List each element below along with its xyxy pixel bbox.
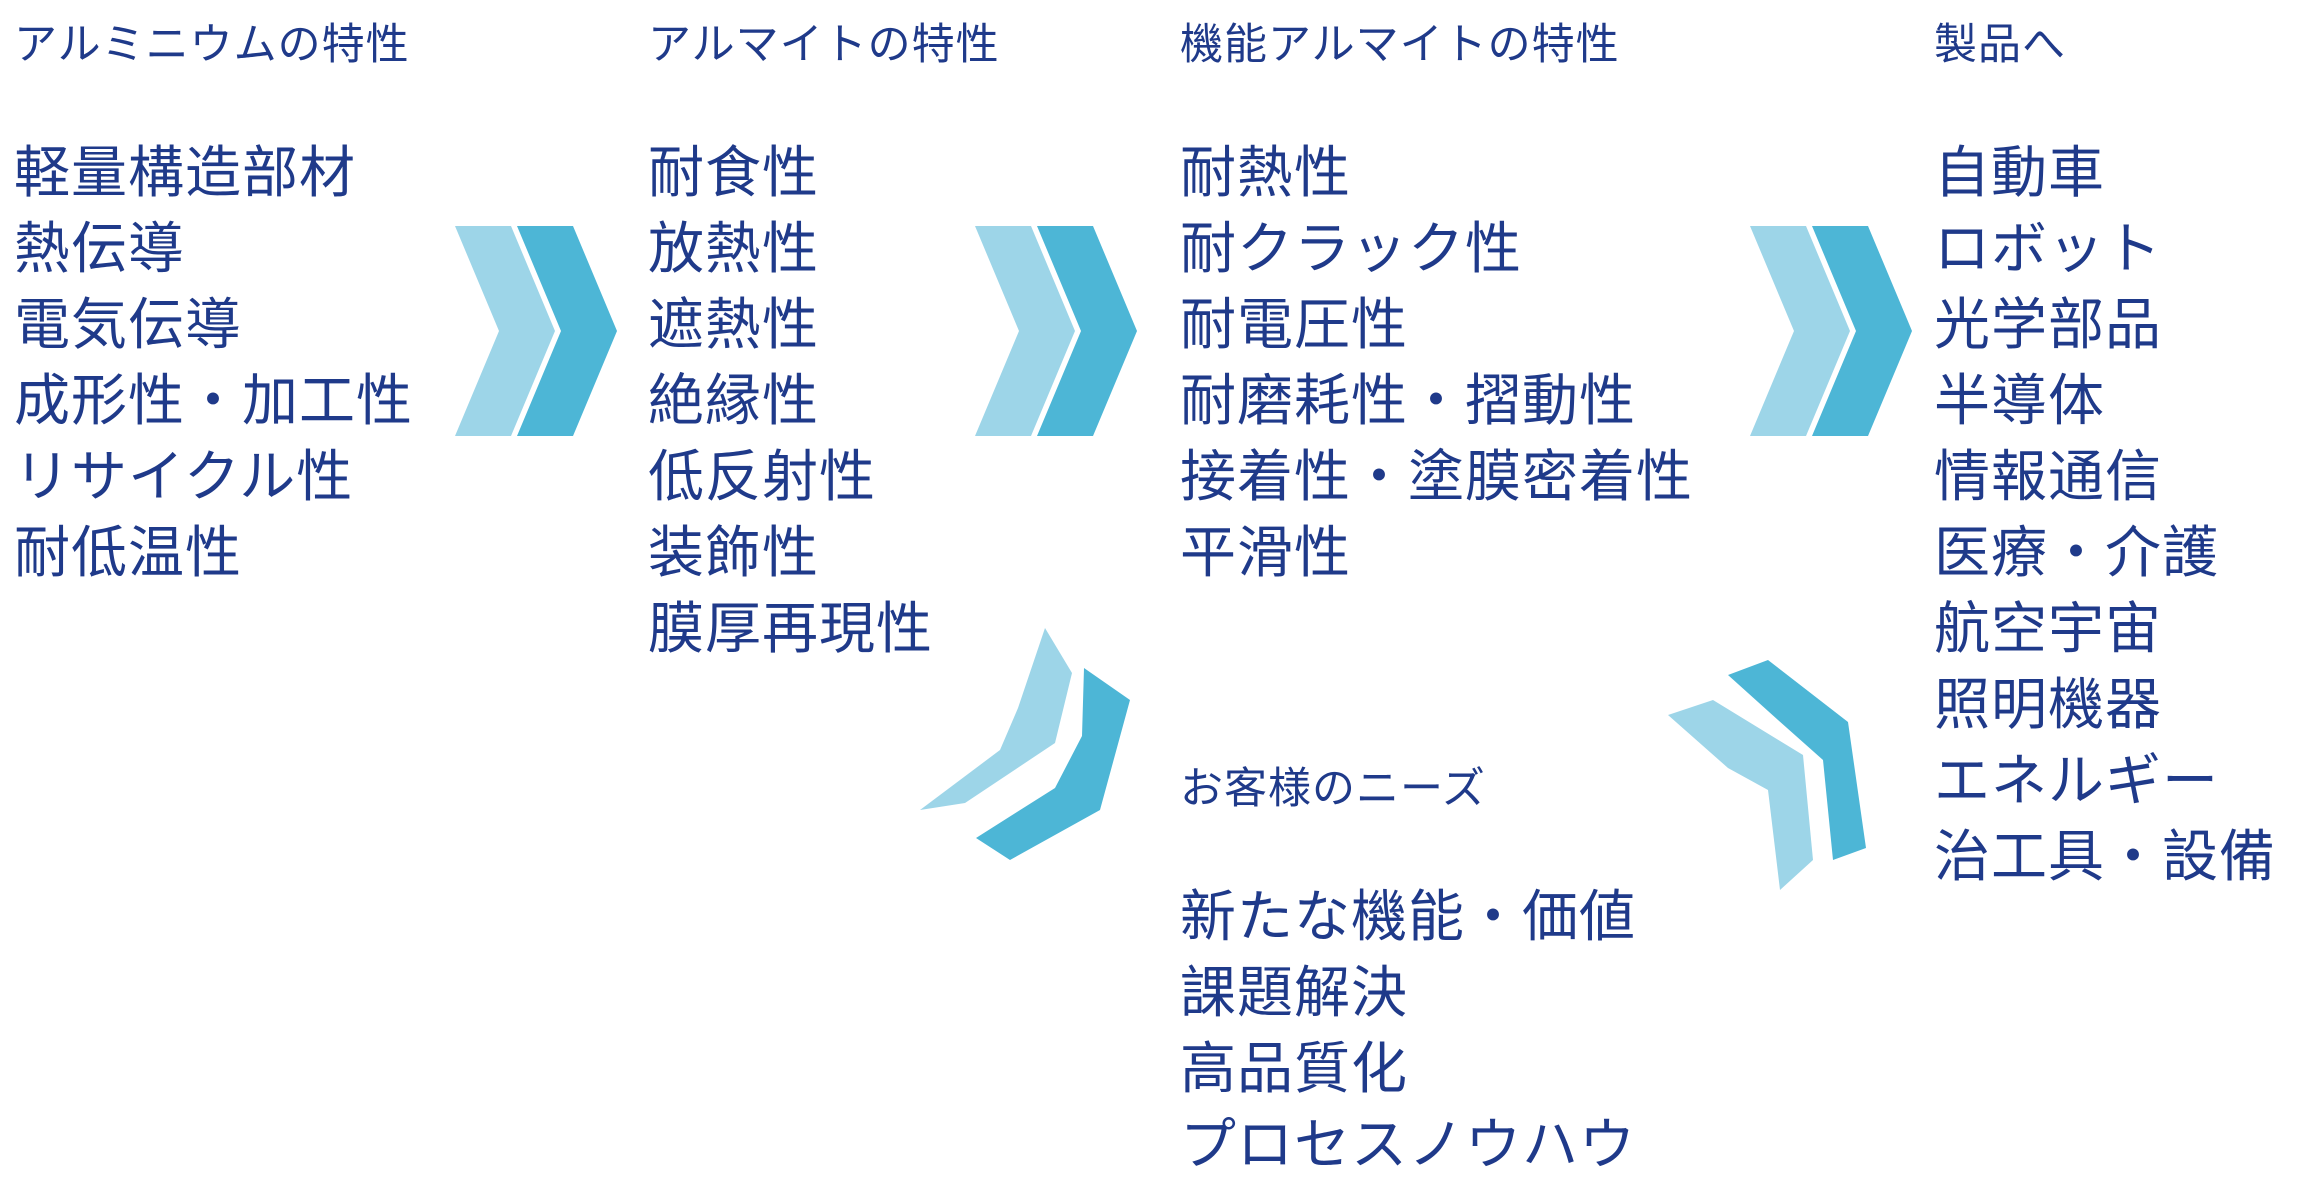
list-item: 耐磨耗性・摺動性 xyxy=(1180,369,1636,434)
list-item: 高品質化 xyxy=(1180,1037,1408,1102)
list-item: 絶縁性 xyxy=(648,369,819,434)
list-item: エネルギー xyxy=(1934,749,2219,814)
chevron-right-icon xyxy=(1750,226,1912,436)
needs-list: 新たな機能・価値 課題解決 高品質化 プロセスノウハウ xyxy=(1180,880,1636,1184)
chevron-up-right-icon xyxy=(1668,660,1866,890)
list-item: プロセスノウハウ xyxy=(1180,1113,1636,1178)
list-item: 耐食性 xyxy=(648,141,819,206)
product-list: 自動車 ロボット 光学部品 半導体 情報通信 医療・介護 航空宇宙 照明機器 エ… xyxy=(1934,136,2276,896)
list-item: リサイクル性 xyxy=(14,445,354,510)
list-item: 課題解決 xyxy=(1180,961,1408,1026)
column-heading: お客様のニーズ xyxy=(1180,764,1486,814)
chevron-right-icon xyxy=(455,226,617,436)
list-item: 熱伝導 xyxy=(14,217,185,282)
list-item: 耐クラック性 xyxy=(1180,217,1522,282)
list-item: 治工具・設備 xyxy=(1934,825,2276,890)
list-item: 平滑性 xyxy=(1180,521,1351,586)
list-item: 航空宇宙 xyxy=(1934,597,2162,662)
list-item: 照明機器 xyxy=(1934,673,2162,738)
column-heading: アルミニウムの特性 xyxy=(14,20,410,70)
list-item: 耐電圧性 xyxy=(1180,293,1408,358)
list-item: 半導体 xyxy=(1934,369,2105,434)
list-item: 光学部品 xyxy=(1934,293,2162,358)
list-item: 放熱性 xyxy=(648,217,819,282)
column-heading: 機能アルマイトの特性 xyxy=(1180,20,1620,70)
list-item: 耐熱性 xyxy=(1180,141,1351,206)
chevron-right-icon xyxy=(975,226,1137,436)
list-item: 耐低温性 xyxy=(14,521,242,586)
property-list: 軽量構造部材 熱伝導 電気伝導 成形性・加工性 リサイクル性 耐低温性 xyxy=(14,136,413,592)
list-item: 接着性・塗膜密着性 xyxy=(1180,445,1693,510)
property-list: 耐食性 放熱性 遮熱性 絶縁性 低反射性 装飾性 膜厚再現性 xyxy=(648,136,933,668)
list-item: 自動車 xyxy=(1934,141,2105,206)
list-item: 装飾性 xyxy=(648,521,819,586)
list-item: 膜厚再現性 xyxy=(648,597,933,662)
column-heading: アルマイトの特性 xyxy=(648,20,1000,70)
list-item: 成形性・加工性 xyxy=(14,369,413,434)
list-item: 情報通信 xyxy=(1934,445,2162,510)
list-item: 低反射性 xyxy=(648,445,876,510)
list-item: 新たな機能・価値 xyxy=(1180,885,1636,950)
chevron-down-left-icon xyxy=(920,628,1130,860)
list-item: 軽量構造部材 xyxy=(14,141,356,206)
list-item: 電気伝導 xyxy=(14,293,242,358)
property-list: 耐熱性 耐クラック性 耐電圧性 耐磨耗性・摺動性 接着性・塗膜密着性 平滑性 xyxy=(1180,136,1693,592)
list-item: ロボット xyxy=(1934,217,2162,282)
list-item: 医療・介護 xyxy=(1934,521,2219,586)
column-heading: 製品へ xyxy=(1934,20,2066,70)
list-item: 遮熱性 xyxy=(648,293,819,358)
